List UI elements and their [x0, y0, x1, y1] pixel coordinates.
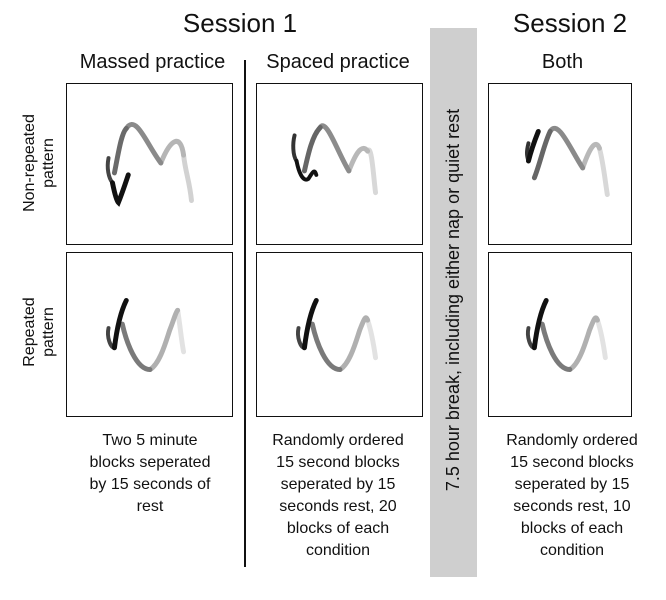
break-label: 7.5 hour break, including either nap or …	[443, 108, 463, 492]
column-title-both: Both	[541, 51, 584, 73]
row-label-non-repeated: Non-repeated pattern	[21, 114, 57, 212]
trajectory-non-repeated-spaced	[291, 123, 379, 196]
trajectory-non-repeated-both	[524, 126, 610, 198]
caption-both-line: 15 second blocks	[510, 454, 634, 471]
session-1-title: Session 1	[182, 8, 298, 38]
panel-spaced-non-repeated	[256, 83, 423, 245]
trajectory-repeated-massed	[106, 297, 187, 373]
break-bar	[430, 28, 477, 577]
caption-massed-line: rest	[136, 498, 164, 515]
caption-spaced-line: blocks of each	[286, 520, 390, 537]
panel-both-repeated	[488, 252, 632, 417]
caption-spaced-line: seperated by 15	[280, 476, 396, 493]
column-title-massed: Massed practice	[79, 51, 226, 73]
column-title-spaced: Spaced practice	[266, 51, 410, 73]
caption-both: Randomly ordered 15 second blocks sepera…	[482, 430, 662, 562]
session-1-divider	[244, 60, 246, 567]
caption-spaced: Randomly ordered 15 second blocks sepera…	[248, 430, 428, 562]
session-2-title: Session 2	[512, 8, 628, 38]
caption-both-line: condition	[539, 542, 605, 559]
caption-massed: Two 5 minute blocks seperated by 15 seco…	[60, 430, 240, 518]
row-label-repeated: Repeated pattern	[21, 297, 57, 367]
caption-spaced-line: seconds rest, 20	[279, 498, 397, 515]
caption-spaced-line: condition	[305, 542, 371, 559]
trajectory-repeated-both	[525, 298, 608, 372]
caption-massed-line: blocks seperated	[89, 454, 211, 471]
caption-spaced-line: Randomly ordered	[272, 432, 404, 449]
trajectory-repeated-spaced	[296, 297, 379, 373]
panel-massed-repeated	[66, 252, 233, 417]
panel-massed-non-repeated	[66, 83, 233, 245]
caption-massed-line: by 15 seconds of	[89, 476, 211, 493]
caption-both-line: seconds rest, 10	[513, 498, 631, 515]
panel-spaced-repeated	[256, 252, 423, 417]
panel-both-non-repeated	[488, 83, 632, 245]
caption-spaced-line: 15 second blocks	[276, 454, 400, 471]
caption-both-line: Randomly ordered	[506, 432, 638, 449]
trajectory-non-repeated-massed	[105, 122, 194, 207]
caption-massed-line: Two 5 minute	[102, 432, 198, 449]
caption-both-line: blocks of each	[520, 520, 624, 537]
caption-both-line: seperated by 15	[514, 476, 630, 493]
